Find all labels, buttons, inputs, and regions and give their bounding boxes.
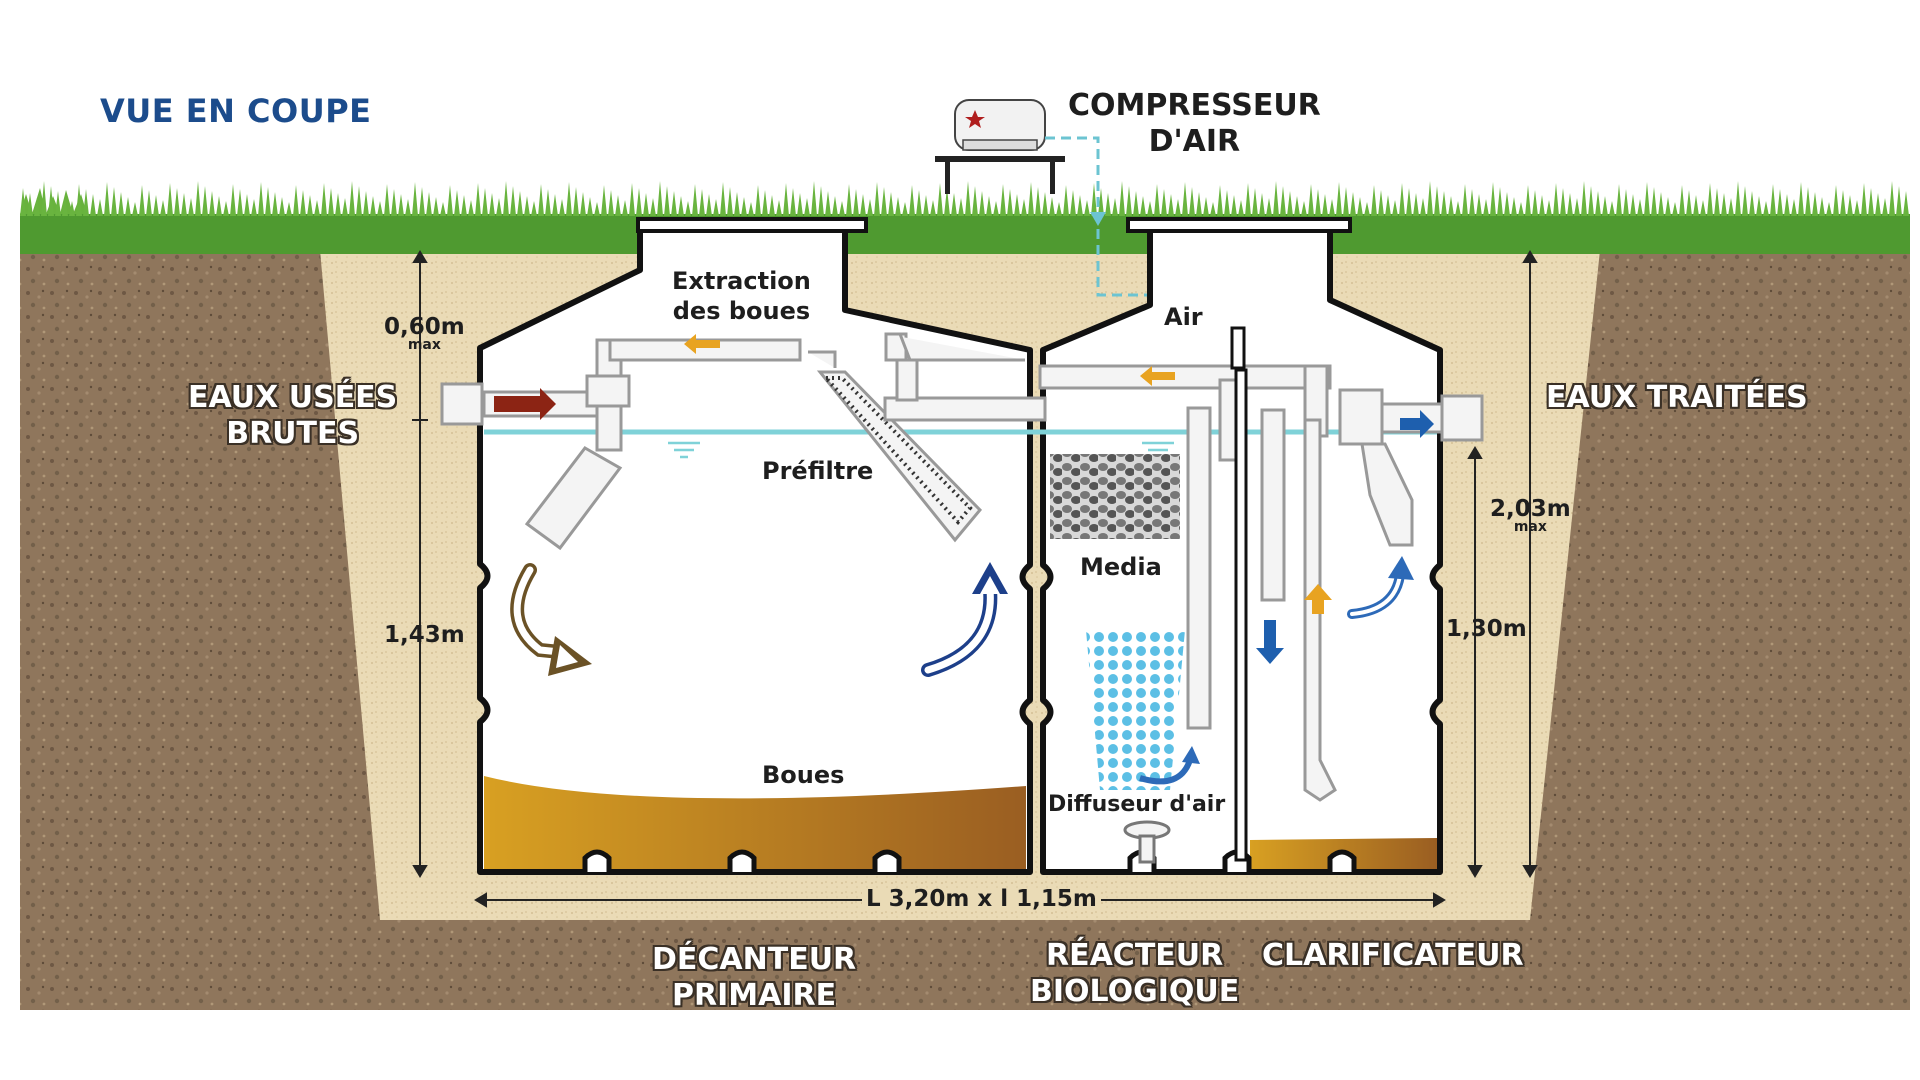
dim-total-depth-value: 2,03m — [1490, 496, 1571, 522]
grass-blades — [20, 181, 1909, 216]
up-flow-arrow — [1304, 584, 1332, 614]
down-flow-arrow — [1256, 620, 1284, 664]
air-flow-arrow — [1090, 212, 1106, 226]
inflow-arrow — [494, 388, 556, 420]
compressor-label: COMPRESSEUR D'AIR — [1068, 88, 1321, 160]
zone-reactor-line1: RÉACTEUR — [1045, 938, 1224, 973]
inflow-label-line1: EAUX USÉES — [188, 380, 398, 415]
airlift-tubes — [1186, 326, 1337, 862]
dim-top-depth: 0,60m max — [384, 314, 465, 353]
water-level-icon — [668, 441, 1174, 459]
air-diffuser — [1123, 820, 1171, 864]
sludge-label: Boues — [762, 761, 845, 789]
prefilter-label: Préfiltre — [762, 457, 874, 485]
extraction-label: Extraction des boues — [672, 266, 811, 326]
dim-left-height: 1,43m — [384, 622, 465, 648]
inlet-pipe — [440, 338, 802, 551]
dim-total-depth: 2,03m max — [1490, 496, 1571, 535]
air-label: Air — [1164, 303, 1203, 331]
dim-top-depth-value: 0,60m — [384, 314, 465, 340]
manhole-cover-right — [1126, 217, 1352, 233]
diffuser-label: Diffuseur d'air — [1048, 792, 1226, 817]
dim-total-depth-note: max — [1513, 519, 1547, 535]
zone-primary-line2: PRIMAIRE — [672, 978, 837, 1013]
zone-primary-label: DÉCANTEUR PRIMAIRE — [652, 942, 856, 1014]
media-label: Media — [1080, 553, 1162, 581]
dim-right-height: 1,30m — [1446, 616, 1527, 642]
dim-top-depth-note: max — [407, 337, 441, 353]
compressor-label-line1: COMPRESSEUR — [1068, 88, 1321, 123]
outflow-arrow — [1400, 410, 1434, 438]
dim-length-width: L 3,20m x l 1,15m — [862, 888, 1101, 911]
sludge-left — [484, 776, 1026, 869]
prefilter — [808, 350, 1047, 543]
dimension-lines — [412, 250, 1538, 908]
inflow-label-line2: BRUTES — [226, 416, 360, 451]
zone-clarifier-label: CLARIFICATEUR — [1262, 938, 1524, 973]
air-compressor-icon — [935, 99, 1065, 194]
grass-strip — [20, 188, 1910, 254]
outlet-pipe — [1338, 388, 1484, 547]
sludge-extraction-pipe — [884, 332, 1025, 362]
zone-reactor-line2: BIOLOGIQUE — [1030, 974, 1240, 1009]
bubble-column — [1086, 630, 1185, 790]
return-flow-arrow — [1140, 366, 1175, 386]
recirc-arrow-media — [1139, 758, 1193, 785]
compressor-label-line2: D'AIR — [1148, 124, 1241, 159]
extraction-flow-arrow — [684, 334, 720, 354]
zone-reactor-label: RÉACTEUR BIOLOGIQUE — [1030, 938, 1239, 1010]
extraction-label-line1: Extraction — [672, 267, 811, 295]
page-title: VUE EN COUPE — [100, 92, 372, 130]
inflow-label: EAUX USÉES BRUTES — [188, 380, 397, 452]
extraction-label-line2: des boues — [672, 297, 811, 325]
zone-primary-line1: DÉCANTEUR — [652, 942, 857, 977]
media-bed — [1050, 454, 1180, 539]
outflow-label: EAUX TRAITÉES — [1546, 380, 1808, 415]
manhole-cover-left — [636, 217, 868, 233]
